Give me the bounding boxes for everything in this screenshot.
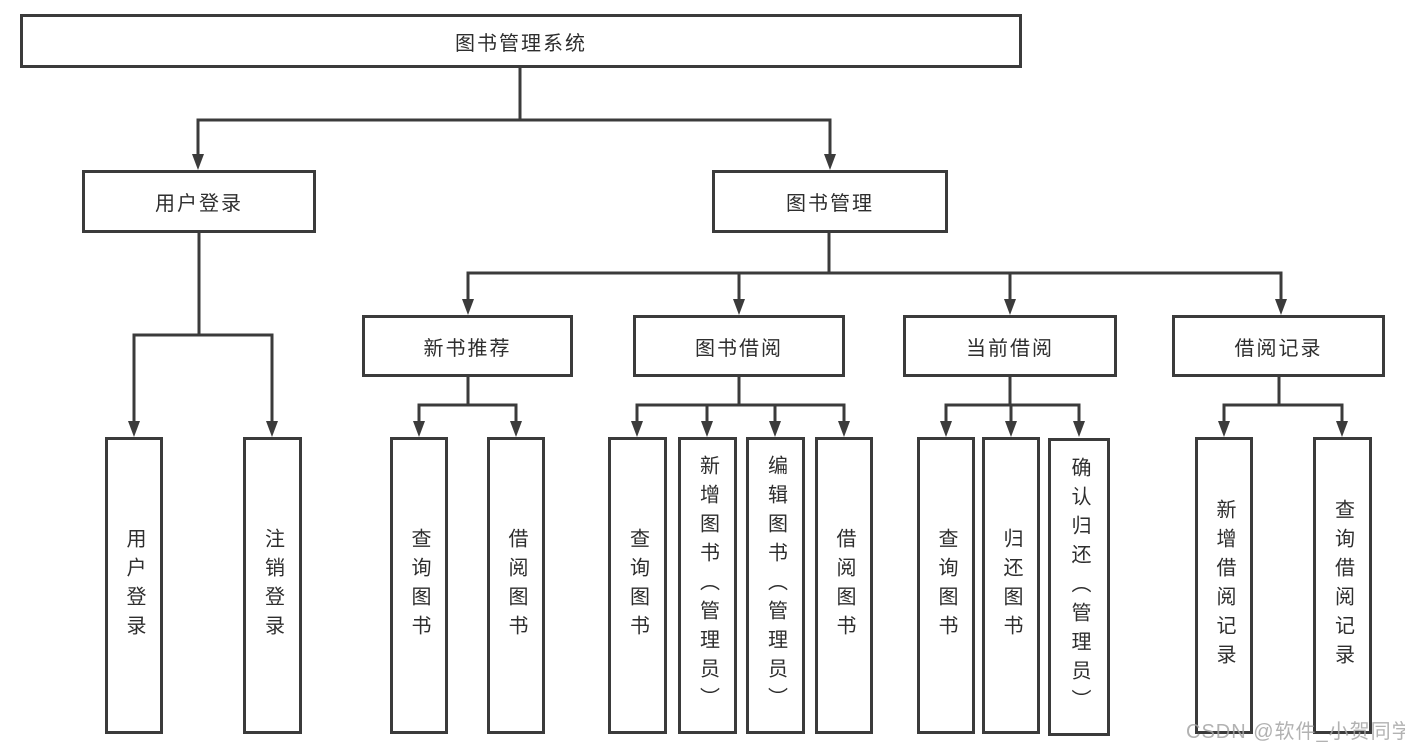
node-current-borrowing: 当前借阅	[903, 315, 1117, 377]
leaf-label: 归还图书	[1000, 527, 1022, 644]
leaf-return-books: 归还图书	[982, 437, 1040, 734]
leaf-query-books-current: 查询图书	[917, 437, 975, 734]
leaf-edit-books-admin: 编辑图书（管理员）	[746, 437, 805, 734]
leaf-label: 借阅图书	[505, 527, 527, 644]
leaf-label: 查询图书	[408, 527, 430, 644]
arrowheads	[128, 154, 1348, 437]
node-book-management: 图书管理	[712, 170, 948, 233]
leaf-label: 查询图书	[626, 527, 649, 644]
leaf-label: 新增借阅记录	[1213, 498, 1235, 673]
leaf-label: 查询借阅记录	[1331, 498, 1354, 673]
leaf-label: 编辑图书（管理员）	[764, 455, 787, 716]
leaf-query-borrow-record: 查询借阅记录	[1313, 437, 1372, 734]
leaf-label: 借阅图书	[833, 527, 855, 644]
node-new-book-recommendation: 新书推荐	[362, 315, 573, 377]
leaf-add-borrow-record: 新增借阅记录	[1195, 437, 1253, 734]
leaf-query-books-recommend: 查询图书	[390, 437, 448, 734]
leaf-label: 查询图书	[935, 527, 957, 644]
leaf-user-login: 用户登录	[105, 437, 163, 734]
leaf-add-books-admin: 新增图书（管理员）	[678, 437, 737, 734]
leaf-label: 新增图书（管理员）	[696, 455, 719, 716]
node-book-borrowing: 图书借阅	[633, 315, 845, 377]
leaf-borrow-books-borrowing: 借阅图书	[815, 437, 873, 734]
node-library-management-system: 图书管理系统	[20, 14, 1022, 68]
leaf-logout: 注销登录	[243, 437, 302, 734]
leaf-borrow-books-recommend: 借阅图书	[487, 437, 545, 734]
leaf-label: 确认归还（管理员）	[1068, 456, 1090, 718]
leaf-confirm-return-admin: 确认归还（管理员）	[1048, 438, 1110, 736]
leaf-label: 用户登录	[123, 527, 145, 644]
node-user-login: 用户登录	[82, 170, 316, 233]
leaf-label: 注销登录	[261, 527, 284, 644]
connector-paths	[132, 66, 1344, 426]
node-borrowing-records: 借阅记录	[1172, 315, 1385, 377]
leaf-query-books-borrowing: 查询图书	[608, 437, 667, 734]
csdn-watermark: CSDN @软件_小贺同学	[1186, 721, 1405, 743]
